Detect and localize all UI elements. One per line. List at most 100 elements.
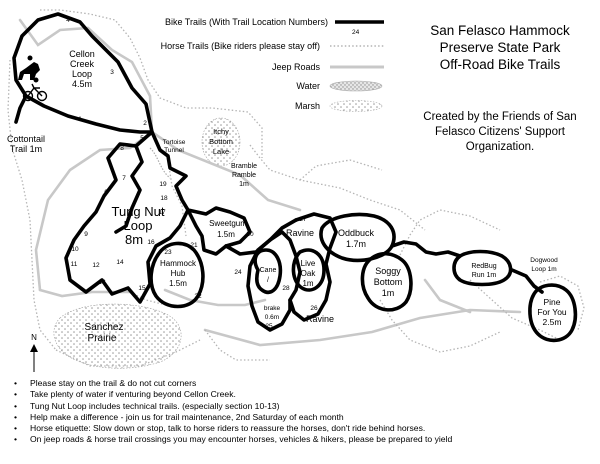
trail-rule-item: Please stay on the trail & do not cut co… — [6, 378, 596, 390]
trail-number-6: 6 — [104, 189, 108, 196]
cellon-label-3: Loop — [72, 69, 92, 79]
legend-jeep-label: Jeep Roads — [272, 62, 321, 72]
trail-number-17: 17 — [158, 209, 166, 216]
trail-number-28: 28 — [282, 285, 290, 292]
legend-bike-label: Bike Trails (With Trail Location Numbers… — [165, 17, 328, 27]
pine-label-1: Pine — [543, 297, 560, 307]
brake-length: 0.6m — [265, 314, 279, 321]
hammock-hub-trail — [149, 241, 205, 309]
cottontail-label-2: Trail 1m — [10, 144, 42, 154]
trail-number-8: 8 — [120, 145, 124, 152]
redbug-label-1: RedBug — [471, 263, 496, 270]
bicycle-icon — [22, 77, 48, 102]
map-credit-line-1: Created by the Friends of San — [423, 111, 577, 123]
map-title-line-2: Preserve State Park — [439, 40, 561, 55]
live-oak-label-1: Live — [301, 259, 316, 268]
trail-rule-item: Tung Nut Loop includes technical trails.… — [6, 401, 596, 413]
sweetgum-trail — [186, 206, 252, 256]
redbug-run-trail — [452, 249, 513, 287]
trail-number-25: 25 — [265, 323, 273, 330]
legend-water-swatch — [329, 80, 383, 92]
redbug-label-2: Run 1m — [472, 272, 497, 279]
trail-rule-item: On jeep roads & horse trail crossings yo… — [6, 434, 596, 446]
jeep-roads — [18, 18, 522, 347]
trail-number-7: 7 — [122, 175, 126, 182]
cellon-label-2: Creek — [70, 59, 95, 69]
trail-number-2: 2 — [143, 120, 147, 127]
trail-number-21: 21 — [190, 242, 198, 249]
trail-number-27: 27 — [299, 216, 307, 223]
tung-nut-loop-trail — [64, 130, 190, 304]
dogwood-label-2: Loop 1m — [531, 266, 556, 273]
trail-number-5: 5 — [140, 135, 144, 142]
trail-number-26: 26 — [310, 305, 318, 312]
bramble-label-2: Ramble — [232, 172, 256, 179]
soggy-bottom-length: 1m — [382, 288, 395, 298]
ravine-label-1: Ravine — [286, 228, 314, 238]
trail-number-4: 4 — [66, 17, 70, 24]
tortoise-label-2: Tunnel — [164, 147, 184, 154]
cane-label-2: / — [267, 277, 269, 284]
sanchez-label-1: Sanchez — [85, 322, 124, 333]
live-oak-label-2: Oak — [301, 269, 317, 278]
soggy-bottom-trail — [360, 251, 413, 312]
trail-number-12: 12 — [92, 262, 100, 269]
cellon-length: 4.5m — [72, 79, 92, 89]
hammock-hub-length: 1.5m — [169, 279, 187, 288]
trail-location-numbers: 1 2 3 4 5 6 7 8 9 10 11 12 13 14 15 16 1… — [66, 17, 318, 330]
cane-label-1: Cane — [260, 267, 277, 274]
north-arrow: N — [30, 333, 38, 372]
itchy-label-1: Itchy — [213, 127, 229, 136]
ravine-label-2: Ravine — [306, 314, 334, 324]
pine-length: 2.5m — [543, 317, 562, 327]
trail-number-14: 14 — [116, 259, 124, 266]
soggy-bottom-label-2: Bottom — [374, 277, 403, 287]
dogwood-label-1: Dogwood — [530, 257, 558, 264]
north-label: N — [31, 333, 37, 342]
loop-labels: Cellon Creek Loop 4.5m Cottontail Trail … — [7, 49, 567, 344]
trail-number-3: 3 — [110, 69, 114, 76]
oddbuck-length: 1.7m — [346, 239, 366, 249]
live-oak-trail — [291, 248, 326, 292]
map-title-line-1: San Felasco Hammock — [430, 23, 570, 38]
cottontail-spur — [14, 94, 28, 124]
live-oak-length: 1m — [302, 279, 313, 288]
sanchez-prairie-marsh — [53, 303, 182, 369]
ravine-trail — [268, 212, 338, 322]
tortoise-label-1: Tortoise — [163, 139, 186, 146]
trail-number-13: 13 — [98, 279, 106, 286]
legend-bike-number: 24 — [352, 29, 360, 36]
sanchez-label-2: Prairie — [88, 333, 117, 344]
tung-nut-label-2: Loop — [124, 218, 153, 233]
map-credit-line-3: Organization. — [465, 141, 535, 153]
legend-samples: Bike Trails (With Trail Location Numbers… — [161, 17, 384, 112]
brake-label: brake — [264, 305, 281, 312]
trail-rules-list: Please stay on the trail & do not cut co… — [6, 378, 596, 446]
pine-for-you-trail — [528, 283, 578, 343]
oddbuck-label: Oddbuck — [338, 228, 375, 238]
trail-rule-item: Help make a difference - join us for tra… — [6, 412, 596, 424]
horse-rider-icon — [18, 55, 40, 80]
trail-number-10: 10 — [71, 246, 79, 253]
trail-number-24: 24 — [234, 269, 242, 276]
trail-number-23: 23 — [164, 249, 172, 256]
trail-number-20: 20 — [246, 231, 254, 238]
trail-number-1: 1 — [78, 116, 82, 123]
trail-number-22: 22 — [194, 293, 202, 300]
trail-number-15: 15 — [138, 285, 146, 292]
pine-label-2: For You — [537, 307, 567, 317]
tung-nut-label-1: Tung Nut — [112, 204, 165, 219]
hammock-hub-label-1: Hammock — [160, 259, 197, 268]
trail-number-18: 18 — [160, 195, 168, 202]
trail-number-19: 19 — [159, 181, 167, 188]
map-title-line-3: Off-Road Bike Trails — [439, 57, 561, 72]
cellon-creek-loop-trail — [12, 12, 154, 134]
cellon-label-1: Cellon — [69, 49, 95, 59]
trail-number-9: 9 — [84, 231, 88, 238]
sweetgum-label: Sweetgum — [209, 219, 247, 228]
cottontail-label-1: Cottontail — [7, 134, 45, 144]
bramble-label-1: Bramble — [231, 163, 257, 170]
trail-number-16: 16 — [147, 239, 155, 246]
